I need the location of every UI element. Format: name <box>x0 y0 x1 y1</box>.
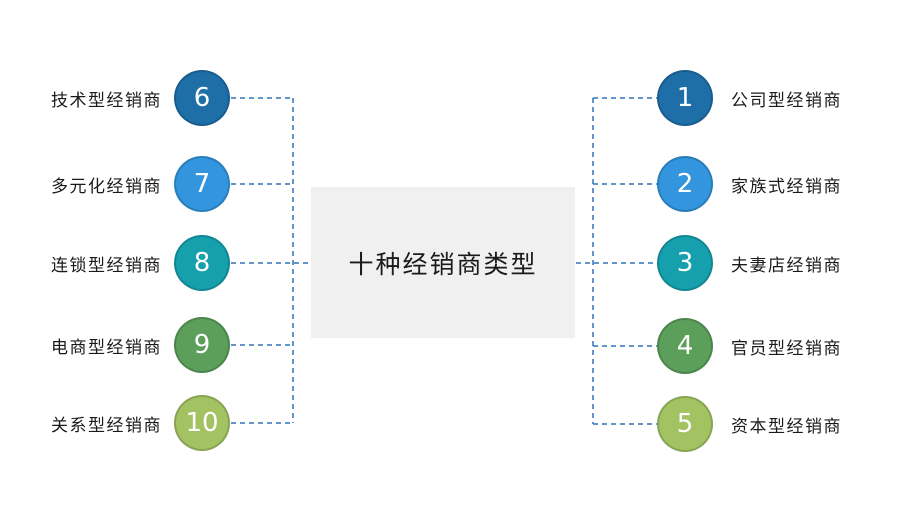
item-number-badge: 1 <box>657 70 713 126</box>
item-label: 关系型经销商 <box>51 415 162 435</box>
item-number-badge: 8 <box>174 235 230 291</box>
item-label: 夫妻店经销商 <box>731 255 842 275</box>
item-number-badge: 5 <box>657 396 713 452</box>
item-number-badge: 4 <box>657 318 713 374</box>
item-number-badge: 2 <box>657 156 713 212</box>
list-item-capital: 5 资本型经销商 <box>657 394 899 454</box>
item-number-badge: 7 <box>174 156 230 212</box>
center-title-box: 十种经销商类型 <box>311 187 575 338</box>
list-item-tech: 技术型经销商 6 <box>20 68 230 128</box>
item-label: 资本型经销商 <box>731 416 842 436</box>
item-label: 技术型经销商 <box>51 90 162 110</box>
item-number-badge: 10 <box>174 395 230 451</box>
item-label: 连锁型经销商 <box>51 255 162 275</box>
item-label: 官员型经销商 <box>731 338 842 358</box>
list-item-chain: 连锁型经销商 8 <box>20 233 230 293</box>
list-item-ecommerce: 电商型经销商 9 <box>20 315 230 375</box>
list-item-official: 4 官员型经销商 <box>657 316 899 376</box>
item-label: 多元化经销商 <box>51 176 162 196</box>
list-item-relationship: 关系型经销商 10 <box>20 393 230 453</box>
item-number-badge: 3 <box>657 235 713 291</box>
diagram-title: 十种经销商类型 <box>348 250 538 279</box>
list-item-diversified: 多元化经销商 7 <box>20 154 230 214</box>
item-label: 电商型经销商 <box>51 337 162 357</box>
item-number-badge: 9 <box>174 317 230 373</box>
item-label: 家族式经销商 <box>731 176 842 196</box>
list-item-family: 2 家族式经销商 <box>657 154 899 214</box>
list-item-company: 1 公司型经销商 <box>657 68 899 128</box>
list-item-momandpop: 3 夫妻店经销商 <box>657 233 899 293</box>
item-number-badge: 6 <box>174 70 230 126</box>
item-label: 公司型经销商 <box>731 90 842 110</box>
